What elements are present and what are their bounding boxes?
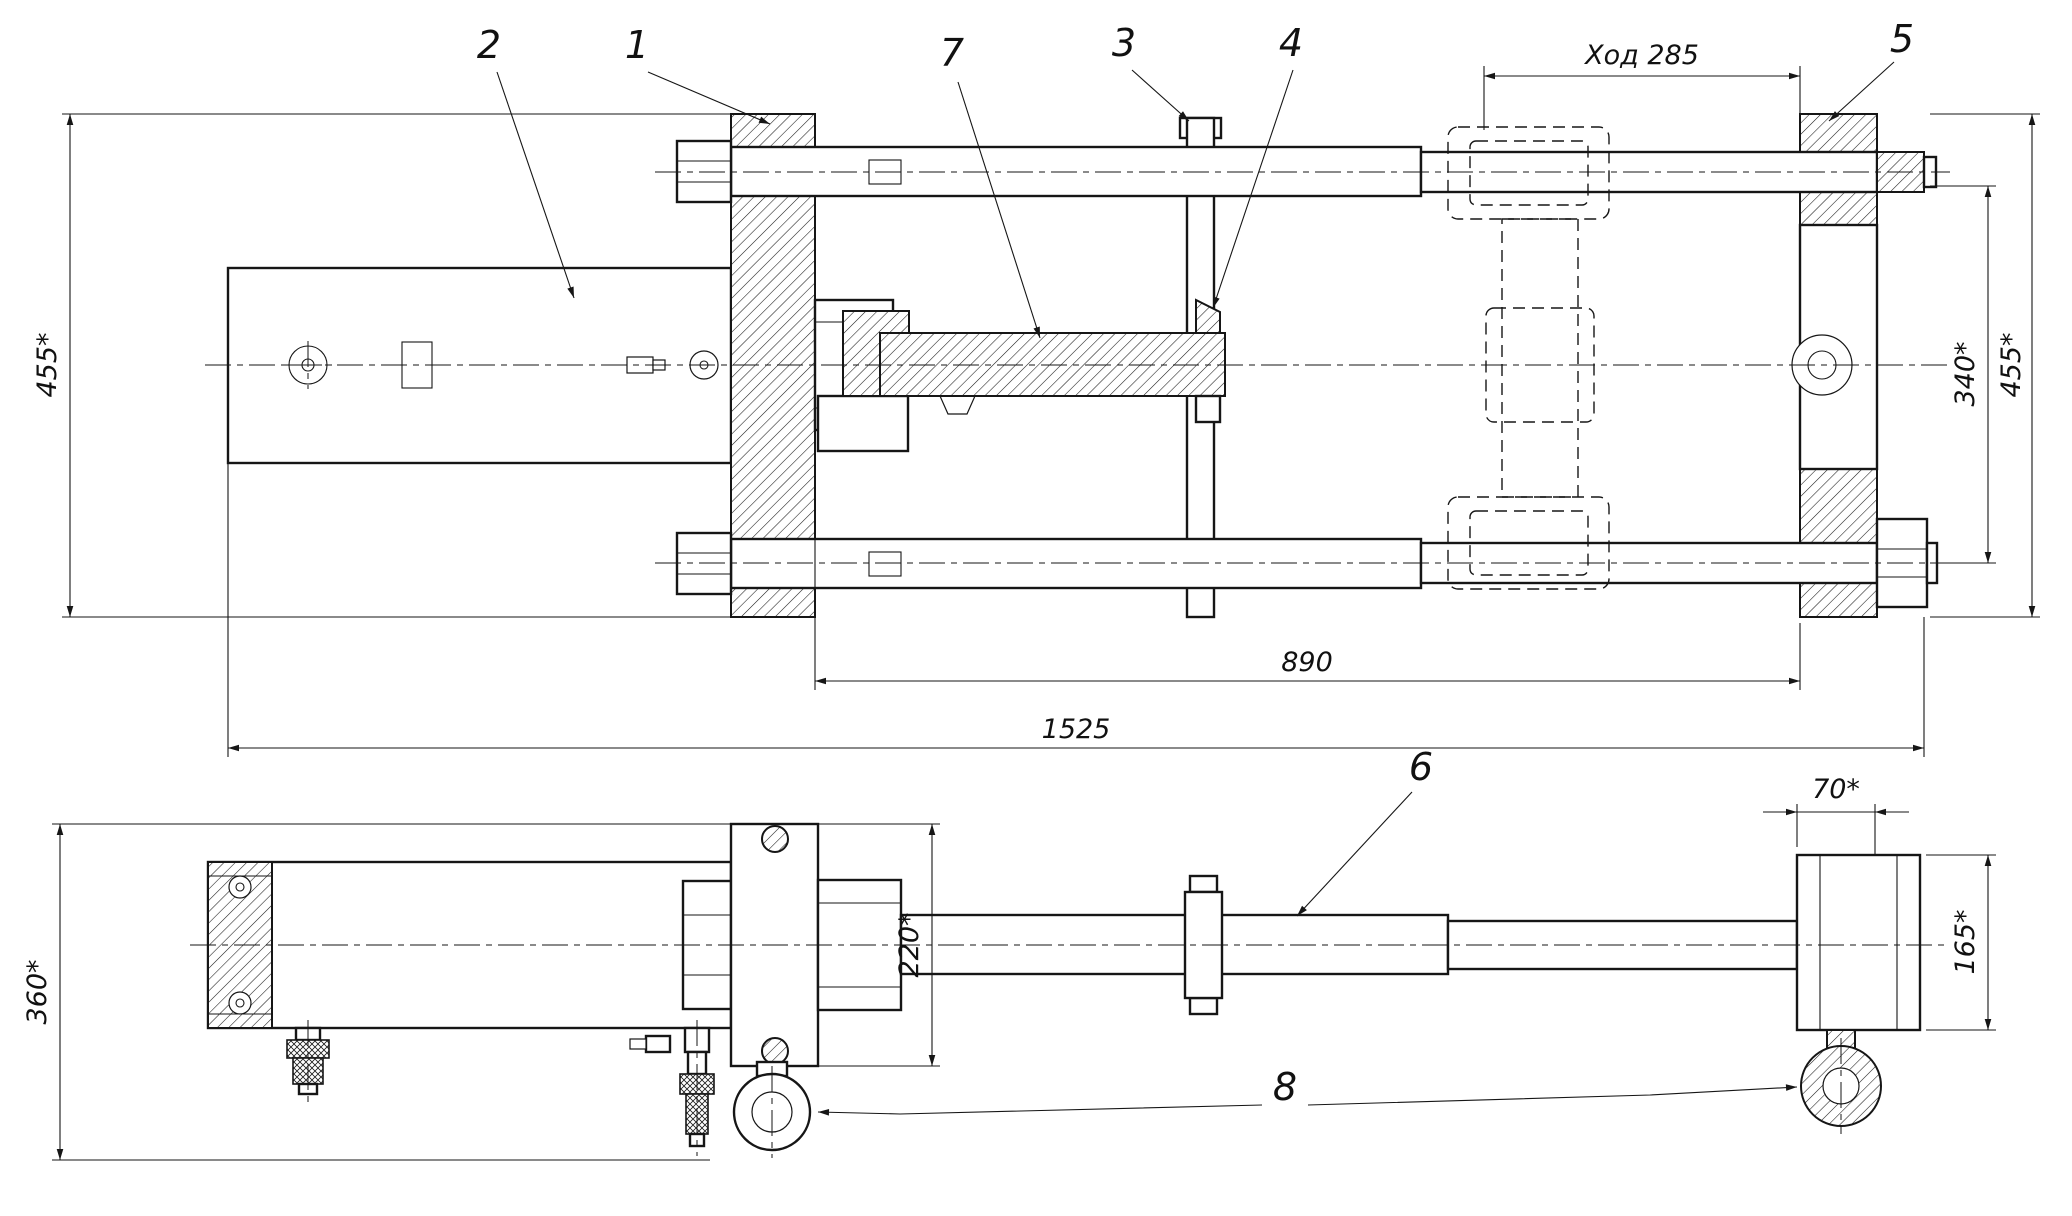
front-eye: [732, 1060, 812, 1158]
callout-label-7: 7: [940, 31, 964, 75]
callouts: 2 1 7 3 4 5 6 8: [477, 17, 1914, 1116]
dim-height-left: 455*: [32, 113, 731, 618]
dim-eye-height: 165*: [1926, 854, 1996, 1031]
dim-label-165: 165*: [1950, 909, 1981, 974]
callout-label-8: 8: [1273, 1065, 1297, 1109]
centerlines-main: [205, 171, 1950, 564]
valve-fitting-left: [286, 1020, 330, 1104]
dim-label-890: 890: [1281, 647, 1333, 678]
side-view: [190, 822, 1950, 1158]
valve-fitting-center: [629, 1020, 715, 1156]
callout-label-6: 6: [1409, 745, 1433, 789]
dim-flange-width: 220*: [818, 823, 940, 1067]
dim-height-side: 360*: [22, 823, 731, 1161]
callout-4: 4: [1212, 21, 1303, 309]
callout-label-4: 4: [1279, 21, 1303, 65]
dim-label-455-left: 455*: [32, 332, 63, 397]
dim-height-right: 455*: [1930, 113, 2040, 618]
callout-1: 1: [625, 23, 771, 125]
dimensions: 455* Ход 285 340* 455* 890: [22, 40, 2040, 1161]
dim-eye-offset: 70*: [1763, 774, 1909, 855]
callout-label-2: 2: [477, 23, 501, 67]
callout-8: 8: [817, 1065, 1798, 1116]
callout-label-5: 5: [1890, 17, 1914, 61]
callout-5: 5: [1828, 17, 1914, 122]
dim-label-360: 360*: [22, 959, 53, 1024]
dim-label-455-right: 455*: [1996, 332, 2027, 397]
callout-3: 3: [1112, 21, 1190, 122]
rear-eye-bracket: [1795, 853, 1922, 1134]
dim-label-70: 70*: [1812, 774, 1860, 805]
main-view: [205, 113, 1950, 619]
callout-label-1: 1: [625, 23, 649, 67]
dim-length-cylinder: 890: [814, 451, 1801, 690]
callout-7: 7: [940, 31, 1041, 339]
callout-label-3: 3: [1112, 21, 1136, 65]
dim-label-340: 340*: [1950, 341, 1981, 406]
dim-label-stroke: Ход 285: [1583, 40, 1699, 71]
dim-height-inner-right: 340*: [1930, 185, 1996, 564]
dim-label-220: 220*: [894, 912, 925, 977]
rear-flange: [1791, 113, 1879, 618]
dim-stroke: Ход 285: [1483, 40, 1801, 130]
dim-length-overall: 1525: [227, 463, 1925, 757]
dim-label-1525: 1525: [1042, 714, 1111, 745]
wedge-part-4: [1195, 298, 1221, 334]
callout-6: 6: [1296, 745, 1433, 917]
callout-2: 2: [477, 23, 575, 299]
